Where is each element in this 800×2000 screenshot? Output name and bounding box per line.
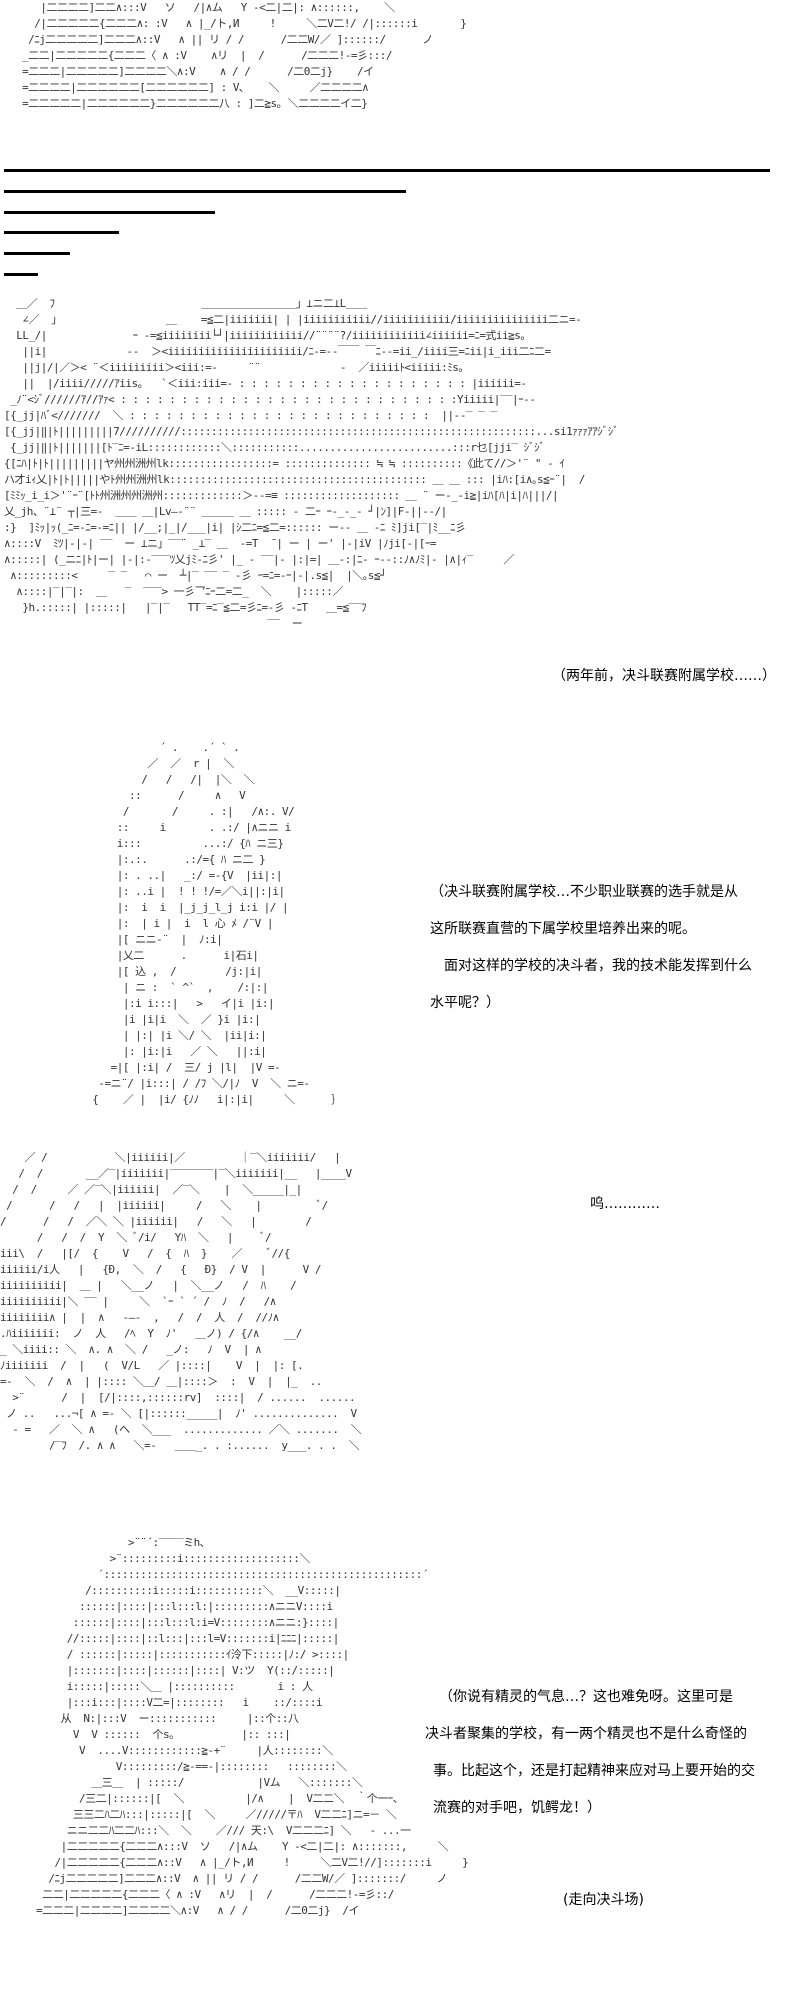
- monologue-line: 面对这样的学校的决斗者，我的技术能发挥到什么: [430, 958, 752, 974]
- monologue-line: 流赛的对手吧，饥鳄龙！）: [433, 1800, 601, 1816]
- caption-two-years-ago: （两年前，决斗联赛附属学校……）: [552, 668, 776, 684]
- ascii-art-stairs: |二二二二]二二∧:::V ソ /|∧ム Y -<二|二|: ∧::::::, …: [22, 1, 467, 110]
- ascii-art-ship-scene: ＿／ ﾌ ＿＿＿＿＿＿＿＿＿」⊥ニ二⊥L＿＿ ∠／ 」 ＿ =≦二|iiiiii…: [4, 297, 619, 630]
- monologue-spirit: （你说有精灵的气息…？这也难免呀。这里可是 决斗者聚集的学校，有一两个精灵也不是…: [425, 1679, 755, 1827]
- divider-rule-6: [4, 273, 38, 276]
- divider-rule-4: [4, 231, 119, 234]
- monologue-line: （决斗联赛附属学校…不少职业联赛的选手就是从: [430, 884, 738, 900]
- monologue-line: 事。比起这个，还是打起精神来应对马上要开始的交: [433, 1763, 755, 1779]
- monologue-line: （你说有精灵的气息…？这也难免呀。这里可是: [439, 1689, 733, 1705]
- ascii-art-face-closeup: ／ / ＼|iiiiii|／ ｜‾＼iiiiiii/ | / / __／‾|ii…: [0, 1151, 362, 1452]
- monologue-line: 决斗者聚集的学校，有一两个精灵也不是什么奇怪的: [425, 1726, 747, 1742]
- ascii-art-last-figure: >¨¨´:‾‾‾‾ミh、 >¨:::::::::i:::::::::::::::…: [36, 1536, 469, 1917]
- divider-rule-5: [4, 252, 70, 255]
- monologue-line: 这所联赛直营的下属学校里培养出来的呢。: [430, 921, 696, 937]
- divider-rule-3: [4, 211, 215, 214]
- monologue-line: 水平呢？）: [430, 995, 500, 1011]
- monologue-academy: （决斗联赛附属学校…不少职业联赛的选手就是从 这所联赛直营的下属学校里培养出来的…: [430, 874, 752, 1022]
- caption-sob: 呜…………: [590, 1196, 660, 1212]
- caption-walk-to-arena: (走向决斗场): [563, 1892, 644, 1908]
- divider-rule-1: [4, 169, 770, 172]
- ascii-art-girl-figure: ´ . .´ ` . ／ ／ r | ＼ / / /| |＼ ＼ :: / ∧ …: [92, 741, 342, 1106]
- divider-rule-2: [4, 190, 406, 193]
